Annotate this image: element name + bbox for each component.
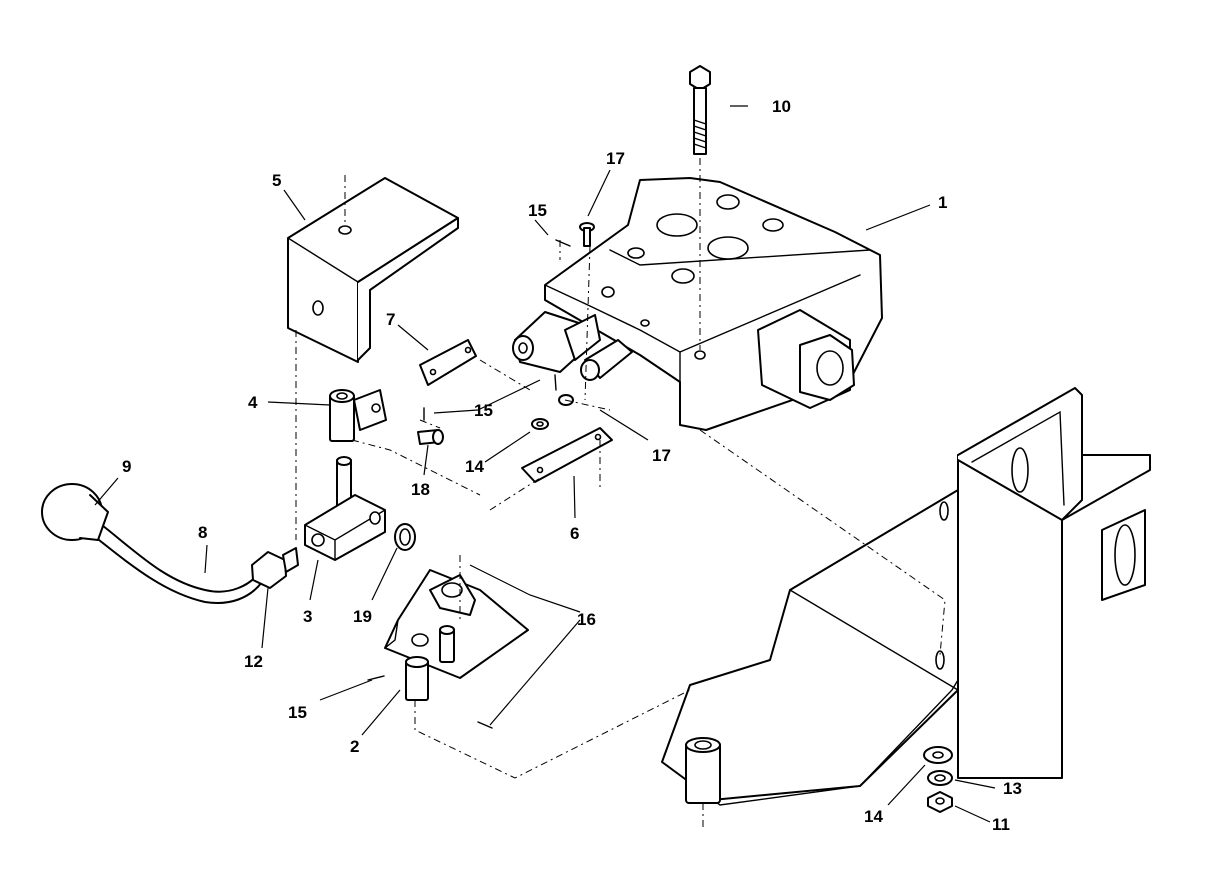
callout-18: 18: [411, 480, 430, 499]
assembly-center-lines: [295, 158, 946, 830]
o-ring-19: [394, 523, 416, 551]
callout-14-lower: 14: [864, 807, 883, 826]
callout-14-upper: 14: [465, 457, 484, 476]
callout-6: 6: [570, 524, 579, 543]
callout-19: 19: [353, 607, 372, 626]
hinge-block: [329, 389, 387, 442]
callout-8: 8: [198, 523, 207, 542]
callout-5: 5: [272, 171, 281, 190]
pin-18: [417, 429, 444, 445]
callout-10: 10: [772, 97, 791, 116]
callout-15-lower: 15: [288, 703, 307, 722]
callout-7: 7: [386, 310, 395, 329]
block-3: [304, 456, 386, 561]
callout-2: 2: [350, 737, 359, 756]
spring-washer-13: [927, 770, 953, 786]
callout-4: 4: [248, 393, 258, 412]
callout-12: 12: [244, 652, 263, 671]
callout-15-middle: 15: [474, 401, 493, 420]
plate-6: [521, 427, 613, 483]
lock-nut: [251, 547, 299, 589]
nut-11: [927, 791, 953, 813]
bolt: [689, 65, 711, 155]
leader-lines: [94, 105, 996, 823]
knob: [41, 483, 109, 541]
callout-16: 16: [577, 610, 596, 629]
callout-3: 3: [303, 607, 312, 626]
washer-14b: [923, 746, 953, 764]
callout-15-upper: 15: [528, 201, 547, 220]
plate-7: [419, 339, 477, 386]
cotter-pins: [367, 239, 571, 729]
pin-17: [558, 222, 595, 406]
callout-17-upper: 17: [606, 149, 625, 168]
lever-rod: [79, 511, 263, 604]
washer-14: [531, 418, 549, 430]
callout-13: 13: [1003, 779, 1022, 798]
callout-9: 9: [122, 457, 131, 476]
machine-frame: [661, 387, 1151, 806]
callout-1: 1: [938, 193, 947, 212]
callout-17-lower: 17: [652, 446, 671, 465]
cover-bracket: [287, 177, 459, 363]
callout-11: 11: [992, 815, 1010, 834]
callout-labels: 1 2 3 4 5 6 7 8 9 10 11 12 13 14 14 15 1…: [122, 97, 1022, 834]
lever-bracket-plate: [384, 569, 529, 701]
control-valve: [512, 177, 883, 431]
